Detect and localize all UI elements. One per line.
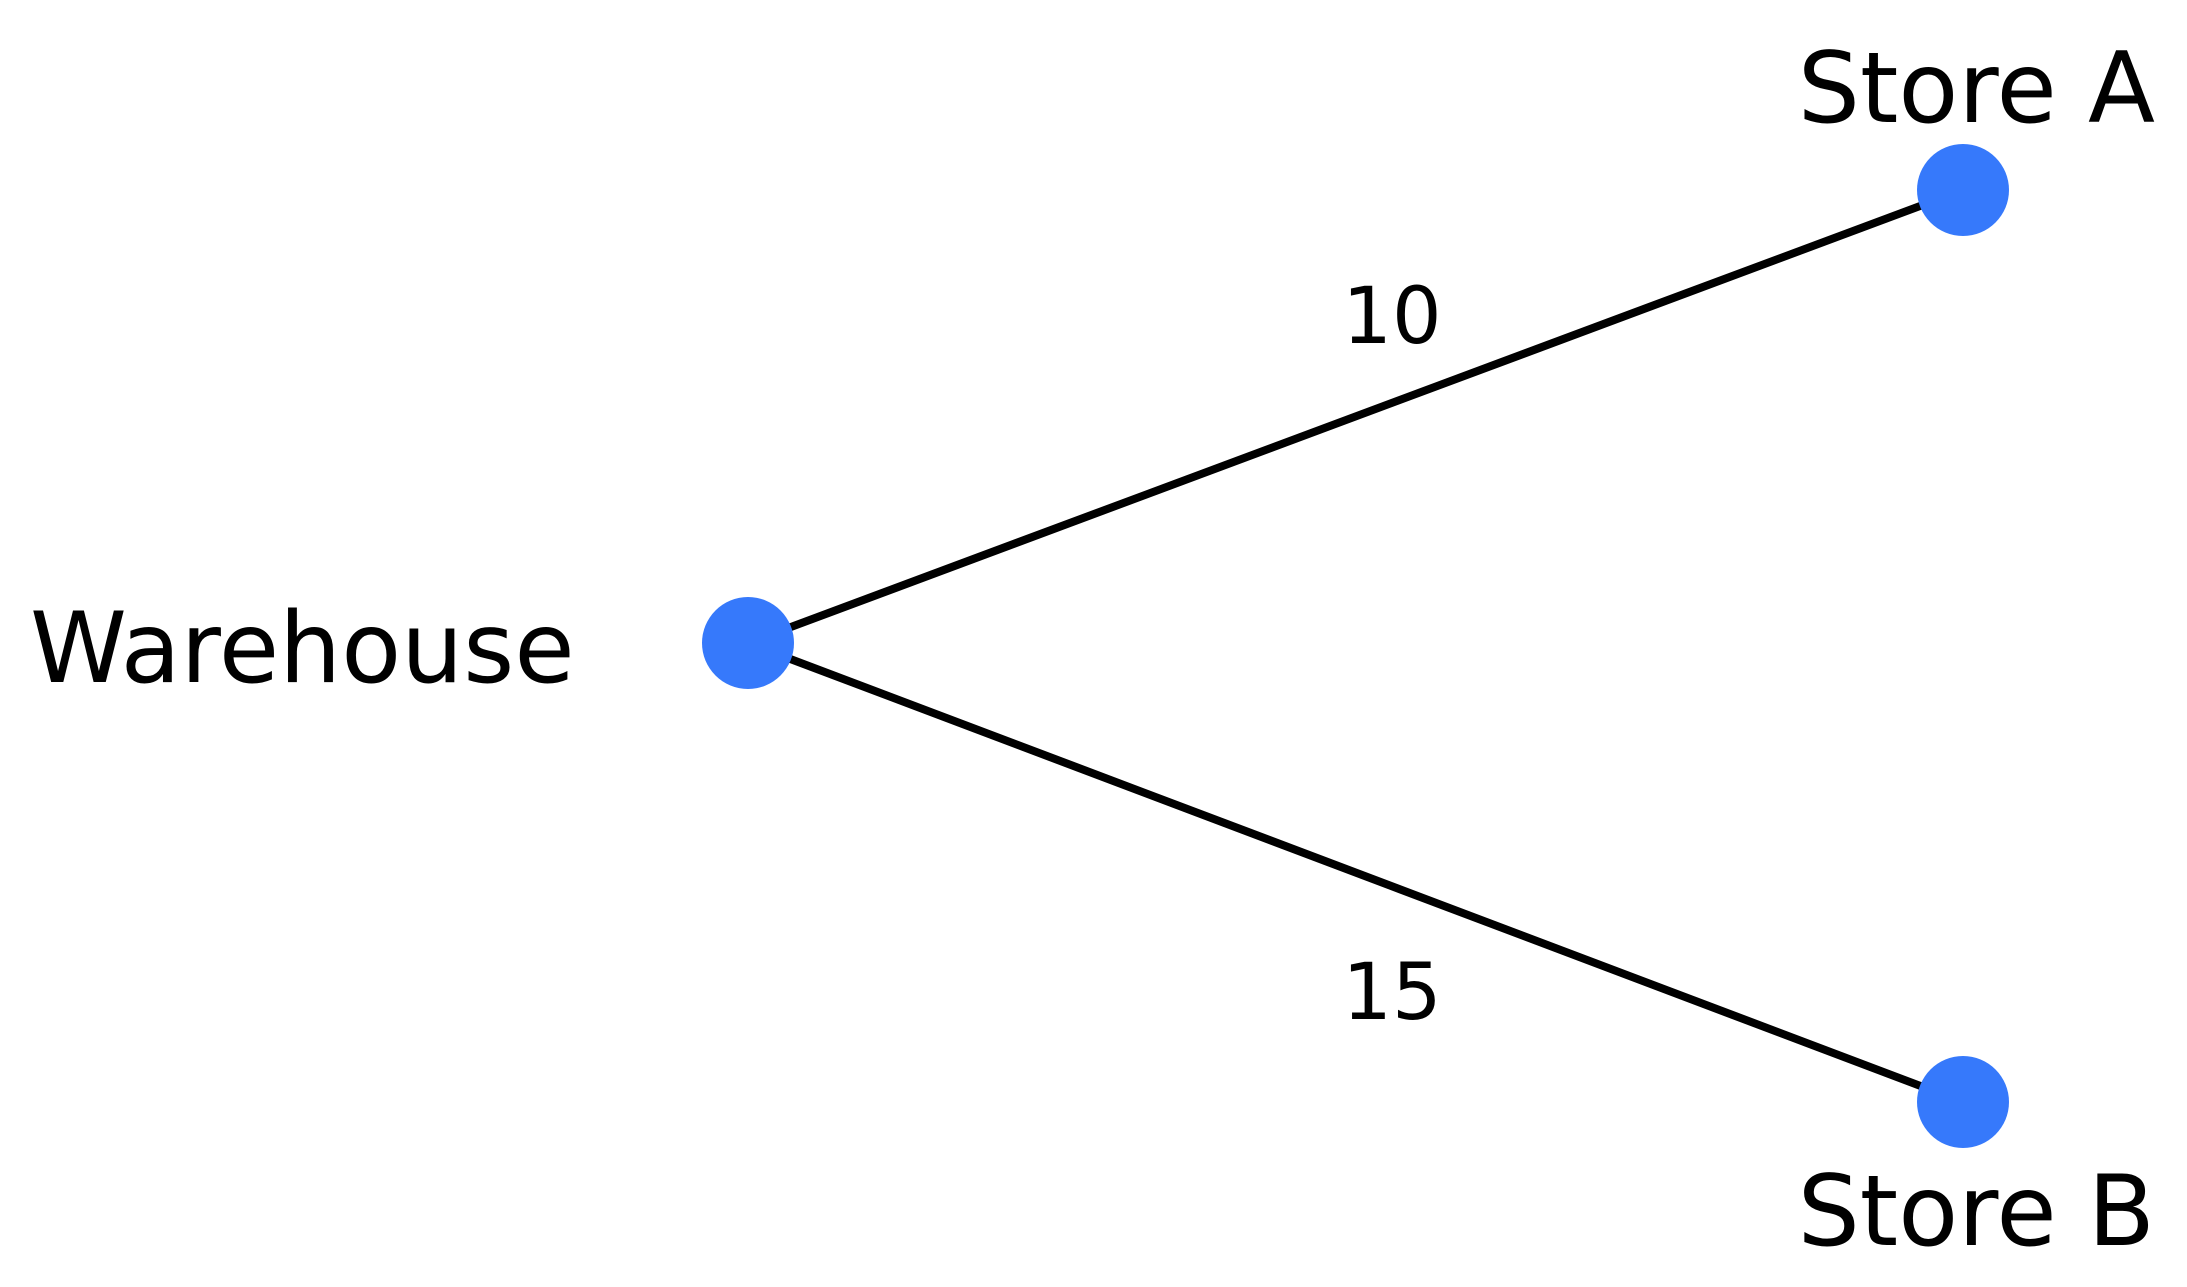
edge-weight-label-store-b: 15 bbox=[1342, 948, 1441, 1038]
node-warehouse bbox=[702, 597, 794, 689]
node-label-warehouse: Warehouse bbox=[30, 592, 575, 706]
node-store-b bbox=[1917, 1056, 2009, 1148]
edge-warehouse-store-b bbox=[746, 639, 1965, 1106]
node-store-a bbox=[1917, 144, 2009, 236]
node-label-store-a: Store A bbox=[1798, 32, 2155, 146]
edge-weight-label-store-a: 10 bbox=[1342, 272, 1441, 362]
edge-warehouse-store-a bbox=[746, 186, 1965, 647]
node-label-store-b: Store B bbox=[1798, 1155, 2155, 1269]
